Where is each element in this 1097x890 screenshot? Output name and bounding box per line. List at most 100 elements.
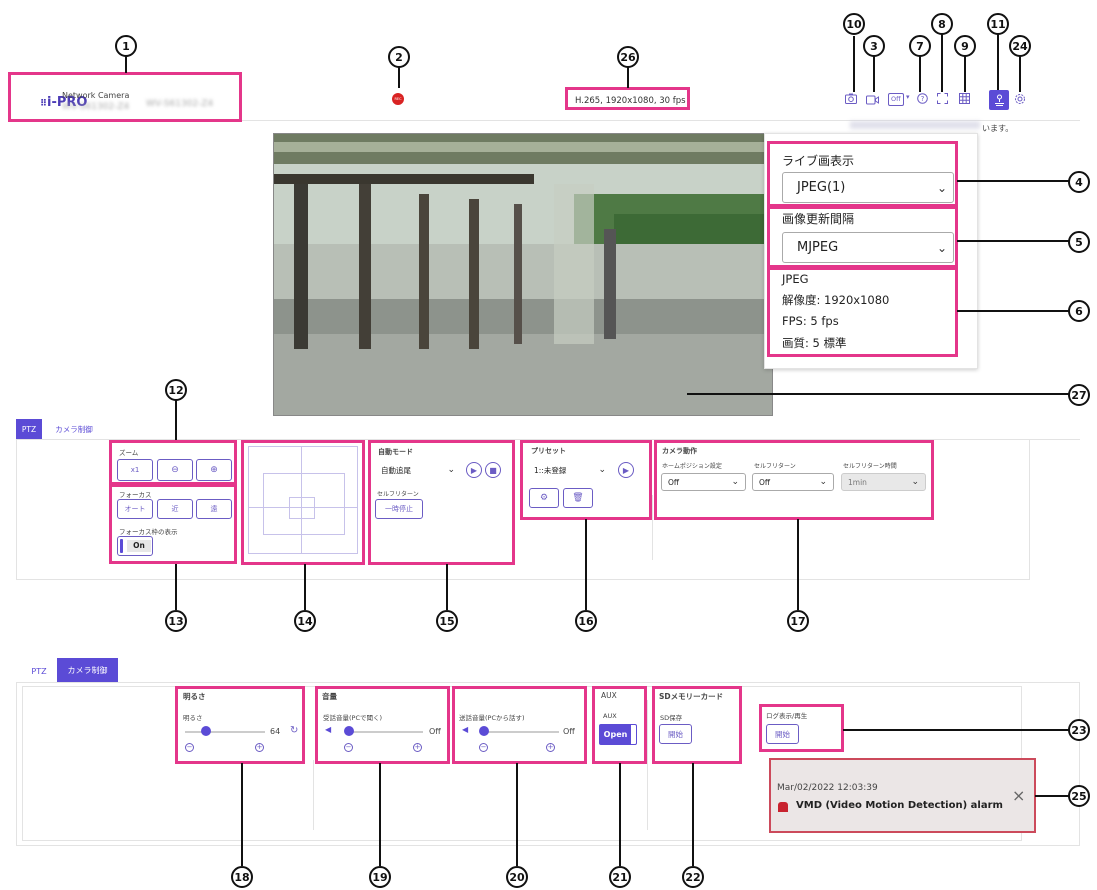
tab-ptz-2[interactable]: PTZ [27, 660, 51, 682]
callout-box-15 [368, 440, 515, 565]
callout-26: 26 [617, 46, 639, 68]
auto-mode-play-button[interactable]: ▶ [466, 462, 482, 478]
callout-1: 1 [115, 35, 137, 57]
focus-auto-button[interactable]: オート [117, 499, 153, 519]
live-display-label: ライブ画表示 [782, 154, 855, 168]
settings-gear-icon[interactable] [1014, 93, 1026, 108]
rec-text: REC [394, 97, 402, 101]
callout-box-17 [654, 440, 934, 520]
live-view-button[interactable] [989, 90, 1009, 110]
self-return-select[interactable]: Off ⌄ [752, 473, 834, 491]
tx-volume-slider-knob[interactable] [479, 726, 489, 736]
leader-line [398, 66, 400, 88]
tx-volume-plus-icon[interactable]: + [546, 743, 555, 752]
auto-mode-select[interactable]: 自動追尾 ⌄ [375, 460, 461, 480]
ptz-position-inner-rect [263, 473, 345, 535]
home-position-select[interactable]: Off ⌄ [661, 473, 746, 491]
audio-off-toggle[interactable]: Off [888, 93, 904, 106]
chevron-down-icon: ⌄ [936, 240, 947, 255]
callout-17: 17 [787, 610, 809, 632]
callout-box-21 [592, 686, 647, 764]
multi-screen-icon[interactable] [959, 93, 970, 107]
zoom-in-button[interactable]: ⊕ [196, 459, 232, 481]
aux-toggle[interactable]: Open [599, 724, 637, 745]
aux-toggle-value: Open [600, 725, 631, 744]
tab-camera-control[interactable]: カメラ制御 [44, 419, 104, 439]
leader-line [619, 763, 621, 866]
preset-go-button[interactable]: ▶ [618, 462, 634, 478]
leader-line [941, 33, 943, 92]
rx-volume-minus-icon[interactable]: − [344, 743, 353, 752]
live-display-value: JPEG(1) [797, 180, 846, 195]
chevron-down-icon: ⌄ [911, 477, 919, 487]
leader-line [873, 56, 875, 92]
callout-7: 7 [909, 35, 931, 57]
focus-far-button[interactable]: 遠 [196, 499, 232, 519]
callout-box-13 [109, 484, 237, 564]
preset-label: プリセット [531, 447, 566, 455]
auto-mode-stop-button[interactable]: ■ [485, 462, 501, 478]
zoom-label: ズーム [119, 449, 139, 457]
focus-near-button[interactable]: 近 [157, 499, 193, 519]
leader-line [843, 729, 1069, 731]
callout-2: 2 [388, 46, 410, 68]
self-return-time-select[interactable]: 1min ⌄ [841, 473, 926, 491]
stream-info-resolution: 解像度: 1920x1080 [782, 293, 890, 307]
preset-settings-button[interactable]: ⚙ [529, 488, 559, 508]
leader-line [692, 763, 694, 866]
sd-start-button[interactable]: 開始 [659, 724, 692, 744]
record-video-icon[interactable] [866, 94, 879, 108]
rx-volume-slider-knob[interactable] [344, 726, 354, 736]
leader-line [919, 56, 921, 92]
ptz-position-area[interactable] [248, 446, 358, 554]
leader-line [304, 564, 306, 610]
callout-19: 19 [369, 866, 391, 888]
brightness-slider-knob[interactable] [201, 726, 211, 736]
rx-volume-slider[interactable] [345, 731, 423, 733]
zoom-x1-button[interactable]: x1 [117, 459, 153, 481]
sd-start-label: 開始 [668, 729, 683, 739]
ptz-position-h-line [249, 507, 357, 508]
leader-line [997, 34, 999, 90]
tx-volume-slider[interactable] [482, 731, 559, 733]
zoom-out-button[interactable]: ⊖ [157, 459, 193, 481]
fullscreen-icon[interactable] [937, 93, 948, 107]
refresh-interval-value: MJPEG [797, 240, 839, 255]
brightness-minus-icon[interactable]: − [185, 743, 194, 752]
speaker-icon: ◀ [462, 725, 469, 734]
notice-blurred [850, 121, 980, 129]
leader-line [797, 519, 799, 610]
leader-line [964, 56, 966, 92]
pause-label: 一時停止 [385, 505, 413, 513]
preset-delete-button[interactable]: 🗑 [563, 488, 593, 508]
chevron-down-icon: ⌄ [731, 477, 739, 487]
log-start-button[interactable]: 開始 [766, 724, 799, 744]
tx-volume-minus-icon[interactable]: − [479, 743, 488, 752]
tab-camera-control-2[interactable]: カメラ制御 [57, 658, 118, 682]
pause-button[interactable]: 一時停止 [375, 499, 423, 519]
alarm-bell-icon [778, 802, 788, 812]
tab-camera-control-label: カメラ制御 [55, 424, 93, 434]
panel-divider [652, 495, 653, 560]
live-display-select[interactable]: JPEG(1) ⌄ [782, 172, 954, 203]
brightness-plus-icon[interactable]: + [255, 743, 264, 752]
brightness-label: 明るさ [183, 714, 203, 722]
help-icon[interactable]: ? [917, 93, 928, 107]
zoom-out-icon: ⊖ [171, 465, 179, 475]
aux-label: AUX [603, 712, 617, 720]
reset-icon[interactable]: ↻ [290, 725, 299, 736]
callout-box-16 [520, 440, 652, 520]
preset-select[interactable]: 1::未登録 ⌄ [528, 460, 612, 480]
close-icon[interactable]: × [1012, 786, 1026, 805]
notice-text: います。 [982, 124, 1014, 133]
brightness-slider[interactable] [185, 731, 265, 733]
chevron-down-icon: ▾ [906, 93, 910, 101]
snapshot-icon[interactable] [845, 93, 857, 107]
focus-frame-toggle[interactable]: On [117, 536, 153, 556]
rx-volume-plus-icon[interactable]: + [413, 743, 422, 752]
refresh-interval-select[interactable]: MJPEG ⌄ [782, 232, 954, 263]
tab-ptz[interactable]: PTZ [16, 419, 42, 439]
leader-line [1035, 795, 1069, 797]
callout-9: 9 [954, 35, 976, 57]
log-start-label: 開始 [775, 729, 790, 739]
